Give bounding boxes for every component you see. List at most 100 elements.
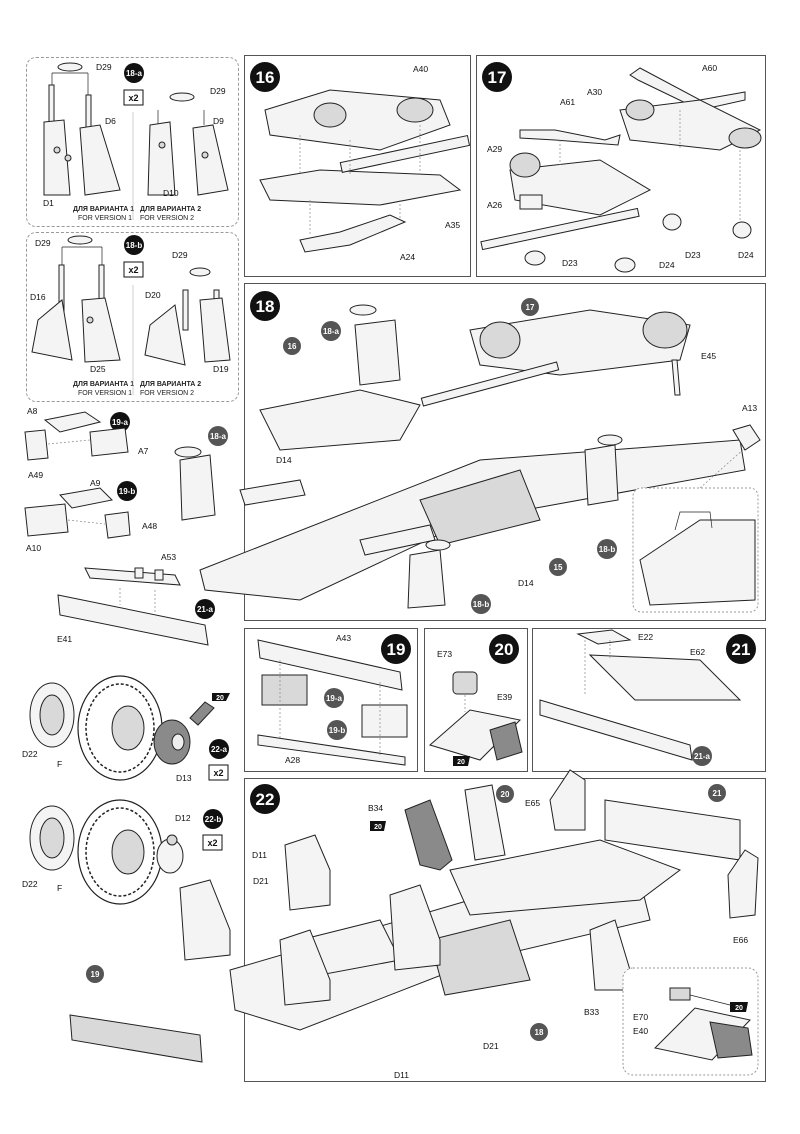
subassembly-18a: 18-a x2 D29 D6 D1 ДЛЯ ВАРИАНТА 1 FOR VER… bbox=[43, 62, 229, 222]
rear-axle-assembly-17 bbox=[469, 309, 691, 376]
a13-part bbox=[732, 424, 761, 451]
ref-19b-label: 19-b bbox=[329, 726, 346, 735]
subassembly-19a: 19-a A8 A7 A49 bbox=[24, 406, 149, 480]
label-f: F bbox=[57, 759, 62, 769]
label-e45: E45 bbox=[701, 351, 716, 361]
d9-leg-part bbox=[192, 124, 229, 196]
box-19b-part bbox=[361, 704, 408, 738]
step-19-badge bbox=[381, 634, 411, 664]
a35-shaft-part bbox=[339, 134, 471, 173]
ref-badge-20 bbox=[496, 785, 514, 803]
label-a61: A61 bbox=[560, 97, 575, 107]
stand-18b-part bbox=[407, 549, 446, 609]
subassembly-22a-multiplier: x2 bbox=[213, 768, 223, 778]
label-d29: D29 bbox=[172, 250, 188, 260]
label-d14: D14 bbox=[276, 455, 292, 465]
step-22-number: 22 bbox=[256, 790, 275, 809]
version-2-label: ДЛЯ ВАРИАНТА 2 bbox=[140, 381, 201, 388]
ref-arrow-20 bbox=[453, 756, 470, 766]
step-18-number: 18 bbox=[256, 297, 275, 316]
label-d22: D22 bbox=[22, 879, 38, 889]
ref-20-label: 20 bbox=[216, 695, 224, 702]
fuel-tank-part bbox=[419, 469, 541, 546]
step-18: 18 17 16 18-a 18-a bbox=[174, 291, 761, 614]
label-b34: B34 bbox=[368, 803, 383, 813]
ref-20-label: 20 bbox=[374, 824, 382, 831]
subassembly-18b-id: 18-b bbox=[126, 241, 143, 250]
ref-20-label: 20 bbox=[457, 759, 465, 766]
step-17-number: 17 bbox=[488, 68, 507, 87]
ref-18a-label: 18-a bbox=[323, 327, 340, 336]
e66-light-part bbox=[727, 849, 759, 919]
step-20-number: 20 bbox=[495, 640, 514, 659]
subassembly-19b-badge bbox=[117, 481, 137, 501]
subassembly-18a-multiplier: x2 bbox=[128, 93, 138, 103]
ref-badge-19 bbox=[86, 965, 104, 983]
d23-part bbox=[524, 250, 546, 266]
subassembly-19b-id: 19-b bbox=[119, 487, 136, 496]
subassembly-18a-badge bbox=[124, 63, 144, 83]
label-f: F bbox=[57, 883, 62, 893]
label-a60: A60 bbox=[702, 63, 717, 73]
d10-leg-part bbox=[147, 121, 176, 196]
ref-20-label: 20 bbox=[735, 1005, 743, 1012]
d6-leg-part bbox=[79, 124, 121, 196]
d25-leg-part bbox=[81, 297, 121, 363]
e39-part bbox=[428, 709, 522, 761]
version-2-label: ДЛЯ ВАРИАНТА 2 bbox=[140, 206, 201, 213]
bumper-part bbox=[539, 699, 693, 761]
fuel-tank-part bbox=[429, 919, 531, 996]
subassembly-22a-id: 22-a bbox=[211, 745, 228, 754]
ref-arrow-20 bbox=[370, 821, 386, 831]
a7-part bbox=[89, 427, 129, 457]
a28-base-part bbox=[257, 734, 406, 766]
ref-18b-label: 18-b bbox=[599, 545, 616, 554]
a29-part bbox=[509, 152, 541, 178]
subassembly-19a-badge bbox=[110, 412, 130, 432]
label-a7: A7 bbox=[138, 446, 149, 456]
front-axle-assembly-16 bbox=[259, 389, 421, 451]
step-16-badge bbox=[250, 62, 280, 92]
subassembly-18a-multiplier-box bbox=[123, 89, 144, 106]
label-e39: E39 bbox=[497, 692, 512, 702]
d29-cap-part bbox=[169, 92, 195, 102]
label-d23: D23 bbox=[685, 250, 701, 260]
a26-part bbox=[519, 194, 543, 210]
a49-part bbox=[24, 429, 49, 461]
ref-badge-21 bbox=[708, 784, 726, 802]
subassembly-22a: 20 22-a x2 D22 F D13 bbox=[22, 675, 230, 783]
ref-badge-18b bbox=[471, 594, 491, 614]
step-22-badge bbox=[250, 784, 280, 814]
e41-part bbox=[57, 594, 209, 646]
e70-part bbox=[669, 987, 691, 1001]
e39-plate-part bbox=[489, 721, 523, 761]
rear-axle-part bbox=[449, 839, 682, 916]
e62-part bbox=[588, 654, 742, 701]
subassembly-18b-frame bbox=[26, 232, 239, 402]
label-e66: E66 bbox=[733, 935, 748, 945]
d19-leg-part bbox=[199, 297, 231, 363]
subassembly-22b-badge bbox=[203, 809, 223, 829]
label-b33: B33 bbox=[584, 1007, 599, 1017]
step-16-number: 16 bbox=[256, 68, 275, 87]
label-d11: D11 bbox=[252, 850, 267, 860]
step-18-badge bbox=[250, 291, 280, 321]
label-e65: E65 bbox=[525, 798, 540, 808]
subassembly-18b: 18-b x2 D29 D16 D25 ДЛЯ ВАРИАНТА 1 FOR V… bbox=[30, 235, 231, 397]
d23-part bbox=[662, 213, 682, 231]
label-d19: D19 bbox=[213, 364, 229, 374]
label-d29: D29 bbox=[96, 62, 112, 72]
label-a13: A13 bbox=[742, 403, 757, 413]
label-d14: D14 bbox=[518, 578, 534, 588]
subassembly-22b-id: 22-b bbox=[205, 815, 222, 824]
label-a40: A40 bbox=[413, 64, 428, 74]
label-d24: D24 bbox=[659, 260, 675, 270]
label-a30: A30 bbox=[587, 87, 602, 97]
e22-part bbox=[576, 629, 632, 645]
a10-part bbox=[24, 503, 69, 537]
version-1-label-en: FOR VERSION 1 bbox=[78, 215, 132, 222]
d29-cap-part bbox=[189, 267, 211, 277]
subassembly-18a-frame bbox=[26, 57, 239, 227]
a9-part bbox=[59, 487, 114, 509]
a61-part bbox=[519, 129, 621, 146]
